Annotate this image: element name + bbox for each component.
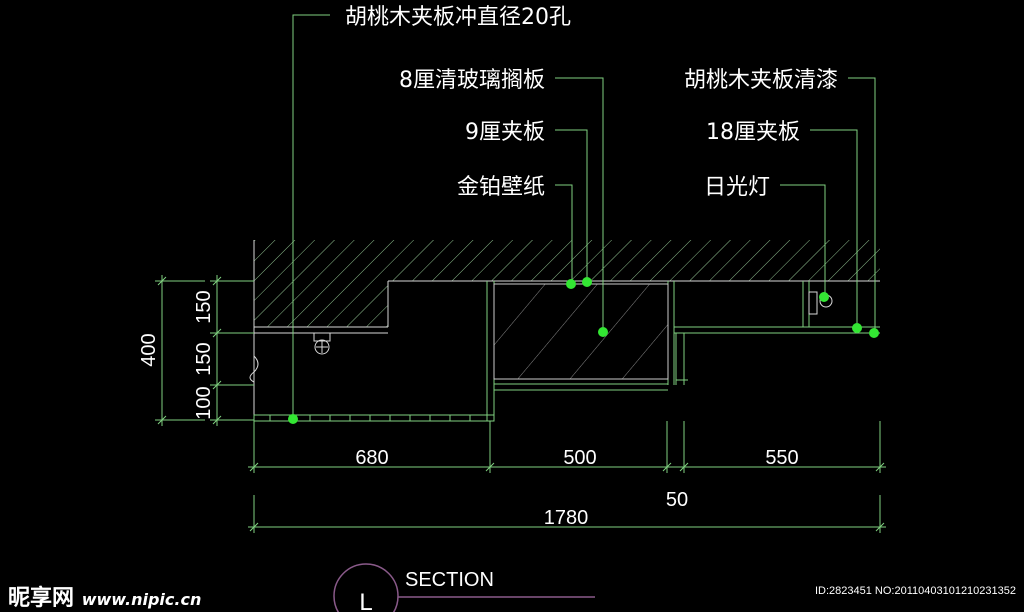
watermark-id: ID:2823451 NO:20110403101210231352 bbox=[814, 585, 1016, 597]
dim-1780: 1780 bbox=[544, 507, 589, 529]
break-line bbox=[249, 355, 259, 383]
callout-plywood-9: 9厘夹板 bbox=[465, 120, 545, 145]
dim-v-150-mid: 150 bbox=[193, 342, 215, 375]
dim-680: 680 bbox=[355, 447, 388, 469]
section-circle bbox=[333, 563, 399, 612]
dim-v-150-top: 150 bbox=[193, 290, 215, 323]
dim-500: 500 bbox=[563, 447, 596, 469]
dim-50: 50 bbox=[666, 489, 688, 511]
glass-shelf bbox=[493, 283, 669, 380]
callout-fluorescent: 日光灯 bbox=[704, 175, 770, 200]
watermark-logo: 昵享网 www.nipic.cn bbox=[8, 580, 201, 612]
ceiling-outline bbox=[253, 240, 880, 420]
dim-v-100: 100 bbox=[193, 386, 215, 419]
dim-550: 550 bbox=[765, 447, 798, 469]
watermark-url: www.nipic.cn bbox=[81, 590, 202, 609]
callout-plywood-18: 18厘夹板 bbox=[706, 120, 800, 145]
section-letter: L bbox=[359, 589, 372, 612]
callout-glass-shelf: 8厘清玻璃搁板 bbox=[399, 68, 545, 93]
dimension-lines bbox=[155, 275, 886, 533]
watermark-logo-text: 昵享网 bbox=[8, 586, 75, 611]
dim-v-400: 400 bbox=[138, 333, 160, 366]
callout-walnut-varnish: 胡桃木夹板清漆 bbox=[684, 68, 838, 93]
callout-walnut-hole: 胡桃木夹板冲直径20孔 bbox=[345, 5, 571, 30]
leader-lines bbox=[292, 14, 876, 419]
section-title: SECTION bbox=[405, 569, 494, 591]
leader-dots bbox=[288, 277, 879, 424]
callout-gold-wallpaper: 金铂壁纸 bbox=[457, 175, 545, 200]
right-soffit bbox=[674, 281, 880, 385]
ceiling-slab-hatch bbox=[254, 240, 880, 327]
lamp-left bbox=[313, 332, 331, 355]
